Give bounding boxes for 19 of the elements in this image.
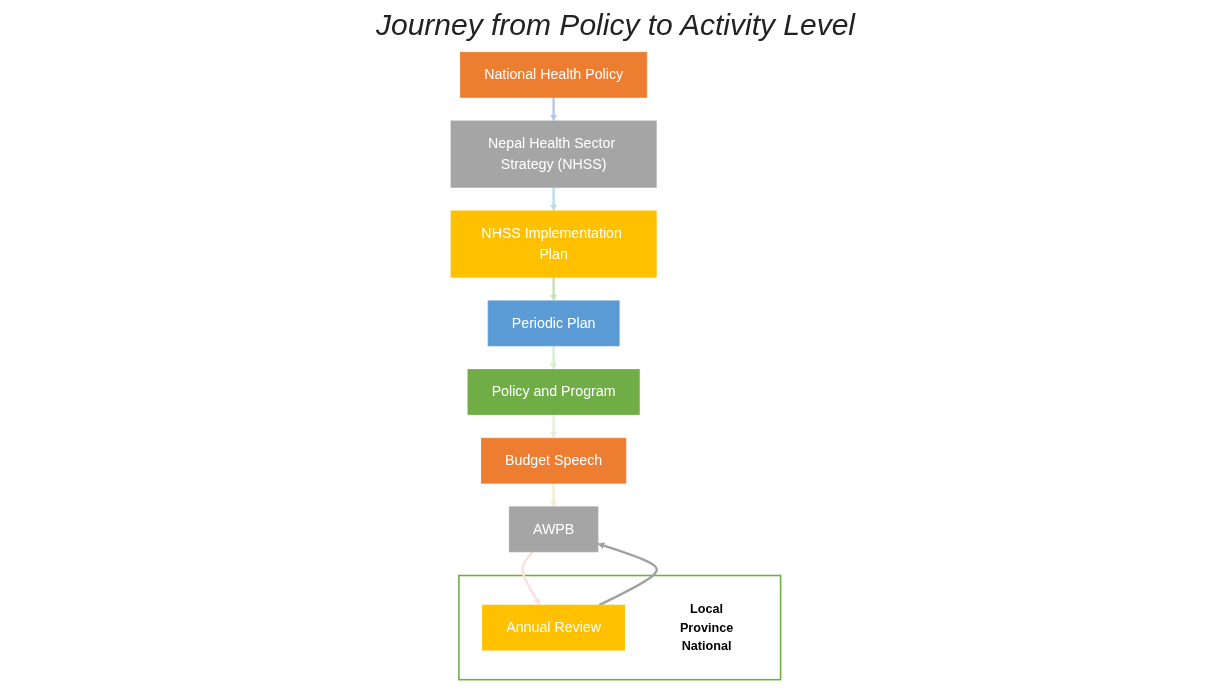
node-box: Policy and Program bbox=[467, 369, 640, 415]
arrow bbox=[549, 414, 557, 439]
node-box: National Health Policy bbox=[459, 51, 647, 98]
node-box: AWPB bbox=[508, 506, 599, 553]
arrow bbox=[521, 551, 540, 606]
arrow bbox=[549, 97, 557, 122]
node-box: NHSS Implementation Plan bbox=[450, 210, 657, 278]
arrow bbox=[549, 483, 557, 508]
arrow bbox=[549, 187, 557, 212]
cluster bbox=[457, 574, 782, 681]
arrow bbox=[549, 277, 557, 302]
node-box: Periodic Plan bbox=[487, 300, 620, 347]
node-text: Local Province National bbox=[679, 601, 733, 653]
node-box: Budget Speech bbox=[480, 437, 626, 484]
arrow bbox=[597, 542, 658, 607]
diagram-title: Journey from Policy to Activity Level bbox=[374, 8, 857, 42]
arrow bbox=[549, 345, 557, 370]
node-box: Annual Review bbox=[481, 604, 625, 651]
node-box: Nepal Health Sector Strategy (NHSS) bbox=[450, 120, 657, 188]
